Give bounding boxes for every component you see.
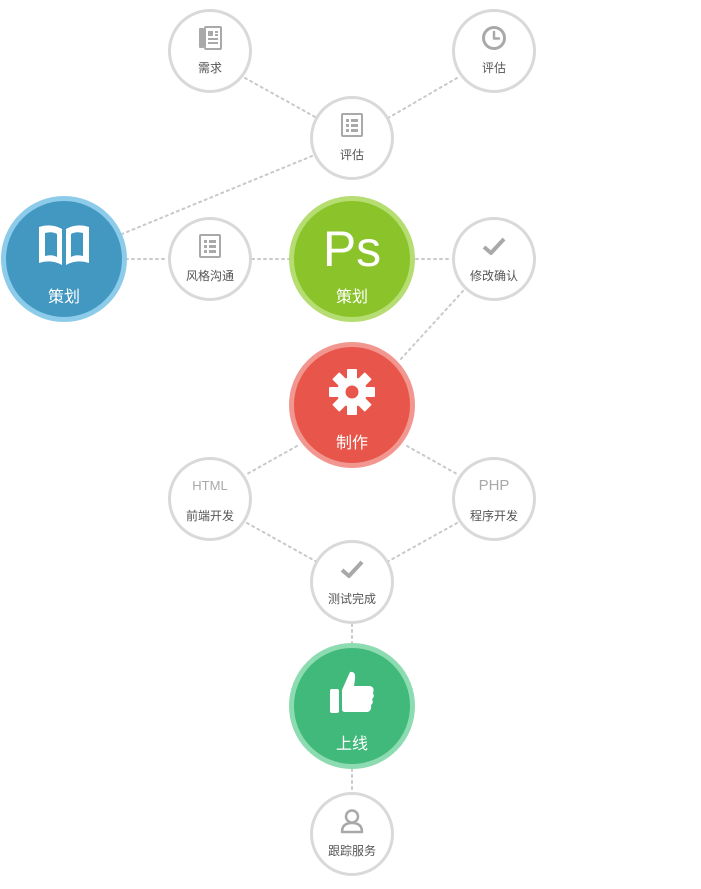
node-frontend[interactable]: HTML 前端开发 — [168, 457, 252, 541]
node-launch[interactable]: 上线 — [289, 643, 415, 769]
gear-icon — [294, 367, 410, 423]
node-evaluate[interactable]: 评估 — [310, 96, 394, 180]
node-backend[interactable]: PHP 程序开发 — [452, 457, 536, 541]
node-revision-confirm-label: 修改确认 — [469, 269, 518, 283]
node-frontend-label: 前端开发 — [185, 509, 234, 523]
node-testing-label: 测试完成 — [327, 592, 376, 606]
php-icon-text: PHP — [478, 477, 510, 494]
connector-revision-production — [399, 290, 464, 361]
node-style-communication-label: 风格沟通 — [185, 269, 234, 283]
node-style-communication[interactable]: 风格沟通 — [168, 217, 252, 301]
node-backend-label: 程序开发 — [469, 509, 518, 523]
node-ps-planning[interactable]: Ps 策划 — [289, 196, 415, 322]
node-evaluate-label: 评估 — [339, 148, 364, 162]
node-production[interactable]: 制作 — [289, 342, 415, 468]
node-follow-up-label: 跟踪服务 — [327, 844, 376, 858]
node-evaluate-top-label: 评估 — [481, 61, 506, 75]
node-planning-main[interactable]: 策划 — [1, 196, 127, 322]
list-icon — [313, 112, 391, 138]
node-demand-label: 需求 — [197, 61, 222, 75]
connector-frontend-testing — [246, 522, 318, 563]
connector-demand-evaluate — [244, 77, 318, 119]
node-testing[interactable]: 测试完成 — [310, 540, 394, 624]
connector-evaluate-planning — [121, 155, 313, 235]
photoshop-icon: Ps — [294, 221, 410, 277]
connector-backend-testing — [386, 522, 458, 563]
connector-production-frontend — [246, 445, 298, 475]
check-icon — [455, 233, 533, 259]
check-icon — [313, 556, 391, 582]
html-icon: HTML — [171, 473, 249, 499]
thumbs-up-icon — [294, 668, 410, 724]
node-follow-up[interactable]: 跟踪服务 — [310, 792, 394, 876]
list-icon — [171, 233, 249, 259]
node-ps-planning-label: 策划 — [335, 287, 368, 306]
clock-icon — [455, 25, 533, 51]
node-production-label: 制作 — [335, 433, 368, 452]
node-demand[interactable]: 需求 — [168, 9, 252, 93]
html-icon-text: HTML — [192, 478, 228, 493]
node-planning-main-label: 策划 — [47, 287, 80, 306]
connector-production-backend — [406, 445, 458, 475]
connector-evaluate-top-evaluate — [387, 77, 458, 119]
php-icon: PHP — [455, 473, 533, 499]
book-icon — [6, 221, 122, 277]
node-launch-label: 上线 — [335, 734, 368, 753]
news-icon — [171, 25, 249, 51]
node-evaluate-top[interactable]: 评估 — [452, 9, 536, 93]
node-revision-confirm[interactable]: 修改确认 — [452, 217, 536, 301]
user-icon — [313, 808, 391, 834]
ps-icon-text: Ps — [322, 221, 382, 277]
